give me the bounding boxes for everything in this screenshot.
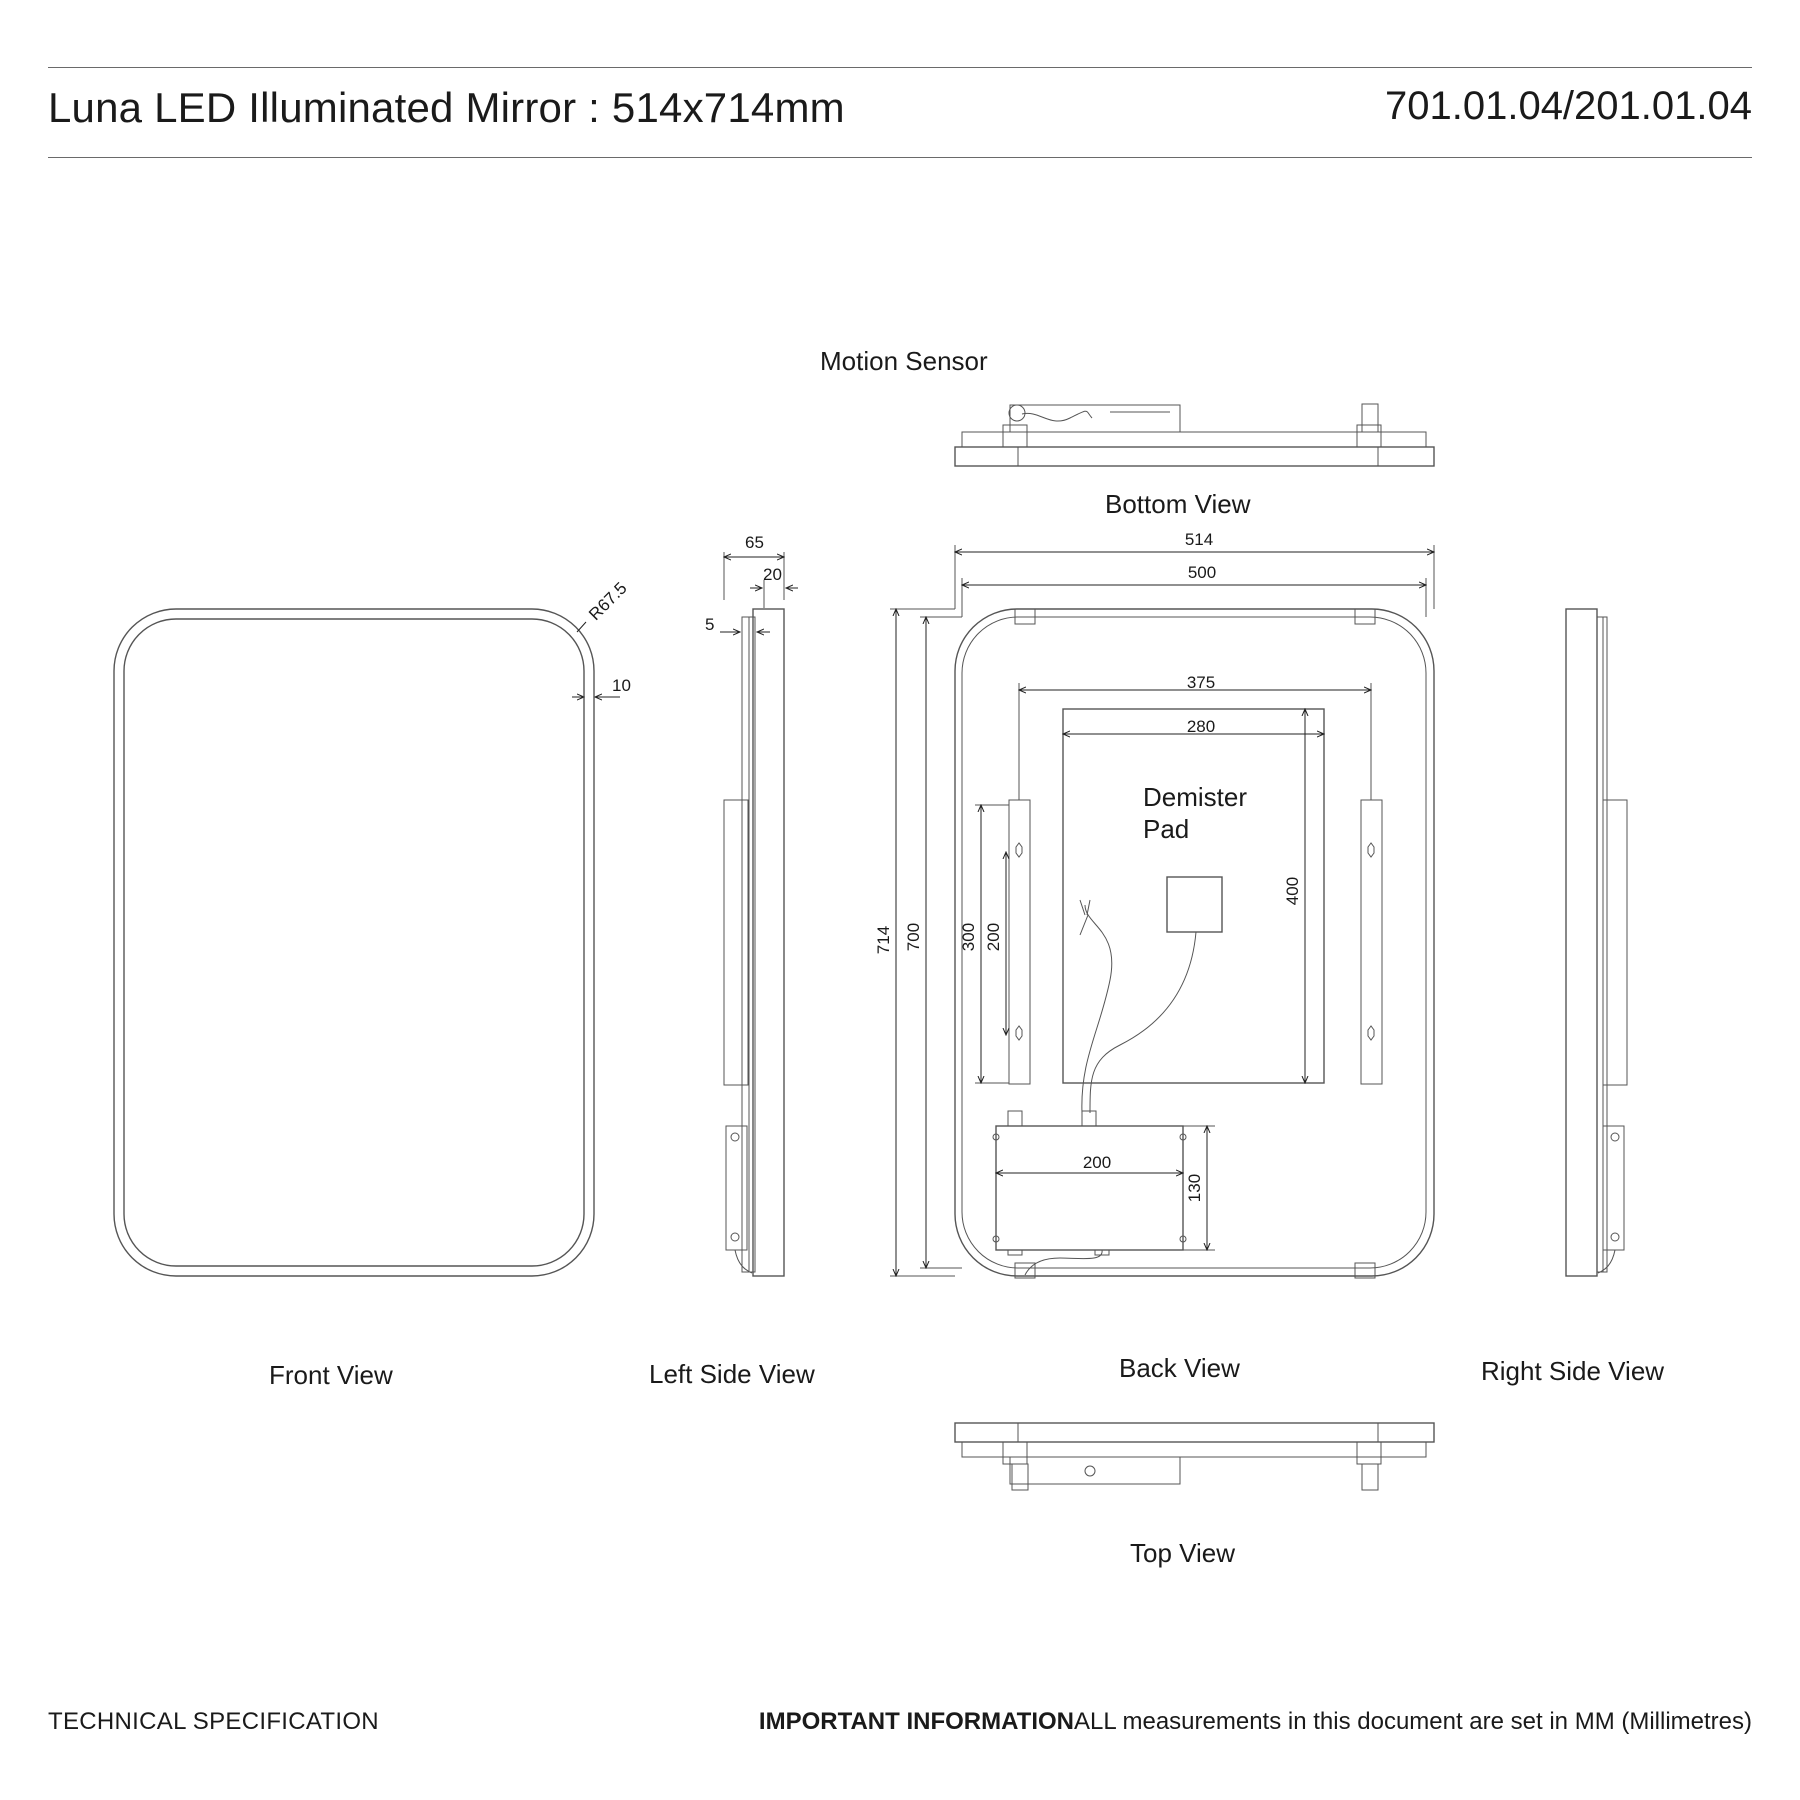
led-driver-box (995, 1125, 1184, 1251)
bracket-hole-span-dimension: 200 (984, 923, 1003, 951)
front-view-label: Front View (269, 1360, 393, 1390)
depth-total-dimension: 65 (745, 533, 764, 552)
wall-bracket-left (1008, 799, 1031, 1085)
demister-label-line2: Pad (1143, 814, 1189, 844)
header-rule-bottom (48, 157, 1752, 158)
demister-connector (1166, 876, 1223, 933)
width-inner-dimension: 500 (1188, 563, 1216, 582)
depth-frame-dimension: 20 (763, 565, 782, 584)
front-view-drawing (113, 608, 620, 1277)
height-outer-dimension: 714 (874, 926, 893, 954)
header-rule-top (48, 67, 1752, 68)
left-side-view-label: Left Side View (649, 1359, 815, 1389)
demister-pad (1062, 708, 1325, 1084)
motion-sensor-icon (1008, 404, 1026, 422)
important-text: ALL measurements in this document are se… (1074, 1708, 1752, 1735)
border-dimension: 10 (612, 676, 631, 695)
bracket-height-dimension: 300 (959, 923, 978, 951)
radius-dimension: R67.5 (585, 579, 631, 625)
left-side-view-drawing (720, 552, 798, 1277)
pad-width-dimension: 280 (1187, 717, 1215, 736)
driver-height-dimension: 130 (1185, 1174, 1204, 1202)
pad-height-dimension: 400 (1283, 877, 1302, 905)
width-outer-dimension: 514 (1185, 530, 1213, 549)
pad-bracket-span-dimension: 375 (1187, 673, 1215, 692)
driver-width-dimension: 200 (1083, 1153, 1111, 1172)
right-side-view-drawing (1565, 608, 1628, 1277)
motion-sensor-label: Motion Sensor (820, 346, 988, 376)
glass-dimension: 5 (705, 615, 714, 634)
wall-bracket-right (1360, 799, 1383, 1085)
height-inner-dimension: 700 (904, 923, 923, 951)
bottom-view-label: Bottom View (1105, 489, 1251, 519)
footer-important-info: IMPORTANT INFORMATIONALL measurements in… (759, 1708, 1752, 1736)
back-view-label: Back View (1119, 1353, 1240, 1383)
important-label: IMPORTANT INFORMATION (758, 1708, 1074, 1735)
bottom-view-drawing (954, 403, 1435, 467)
footer-technical-spec: TECHNICAL SPECIFICATION (48, 1708, 379, 1735)
demister-label-line1: Demister (1143, 782, 1247, 812)
right-side-view-label: Right Side View (1481, 1356, 1664, 1386)
top-view-drawing (954, 1422, 1435, 1491)
top-view-label: Top View (1130, 1538, 1235, 1568)
back-view-drawing (890, 545, 1434, 1279)
product-code: 701.01.04/201.01.04 (1384, 84, 1752, 128)
page-title: Luna LED Illuminated Mirror : 514x714mm (48, 84, 845, 131)
